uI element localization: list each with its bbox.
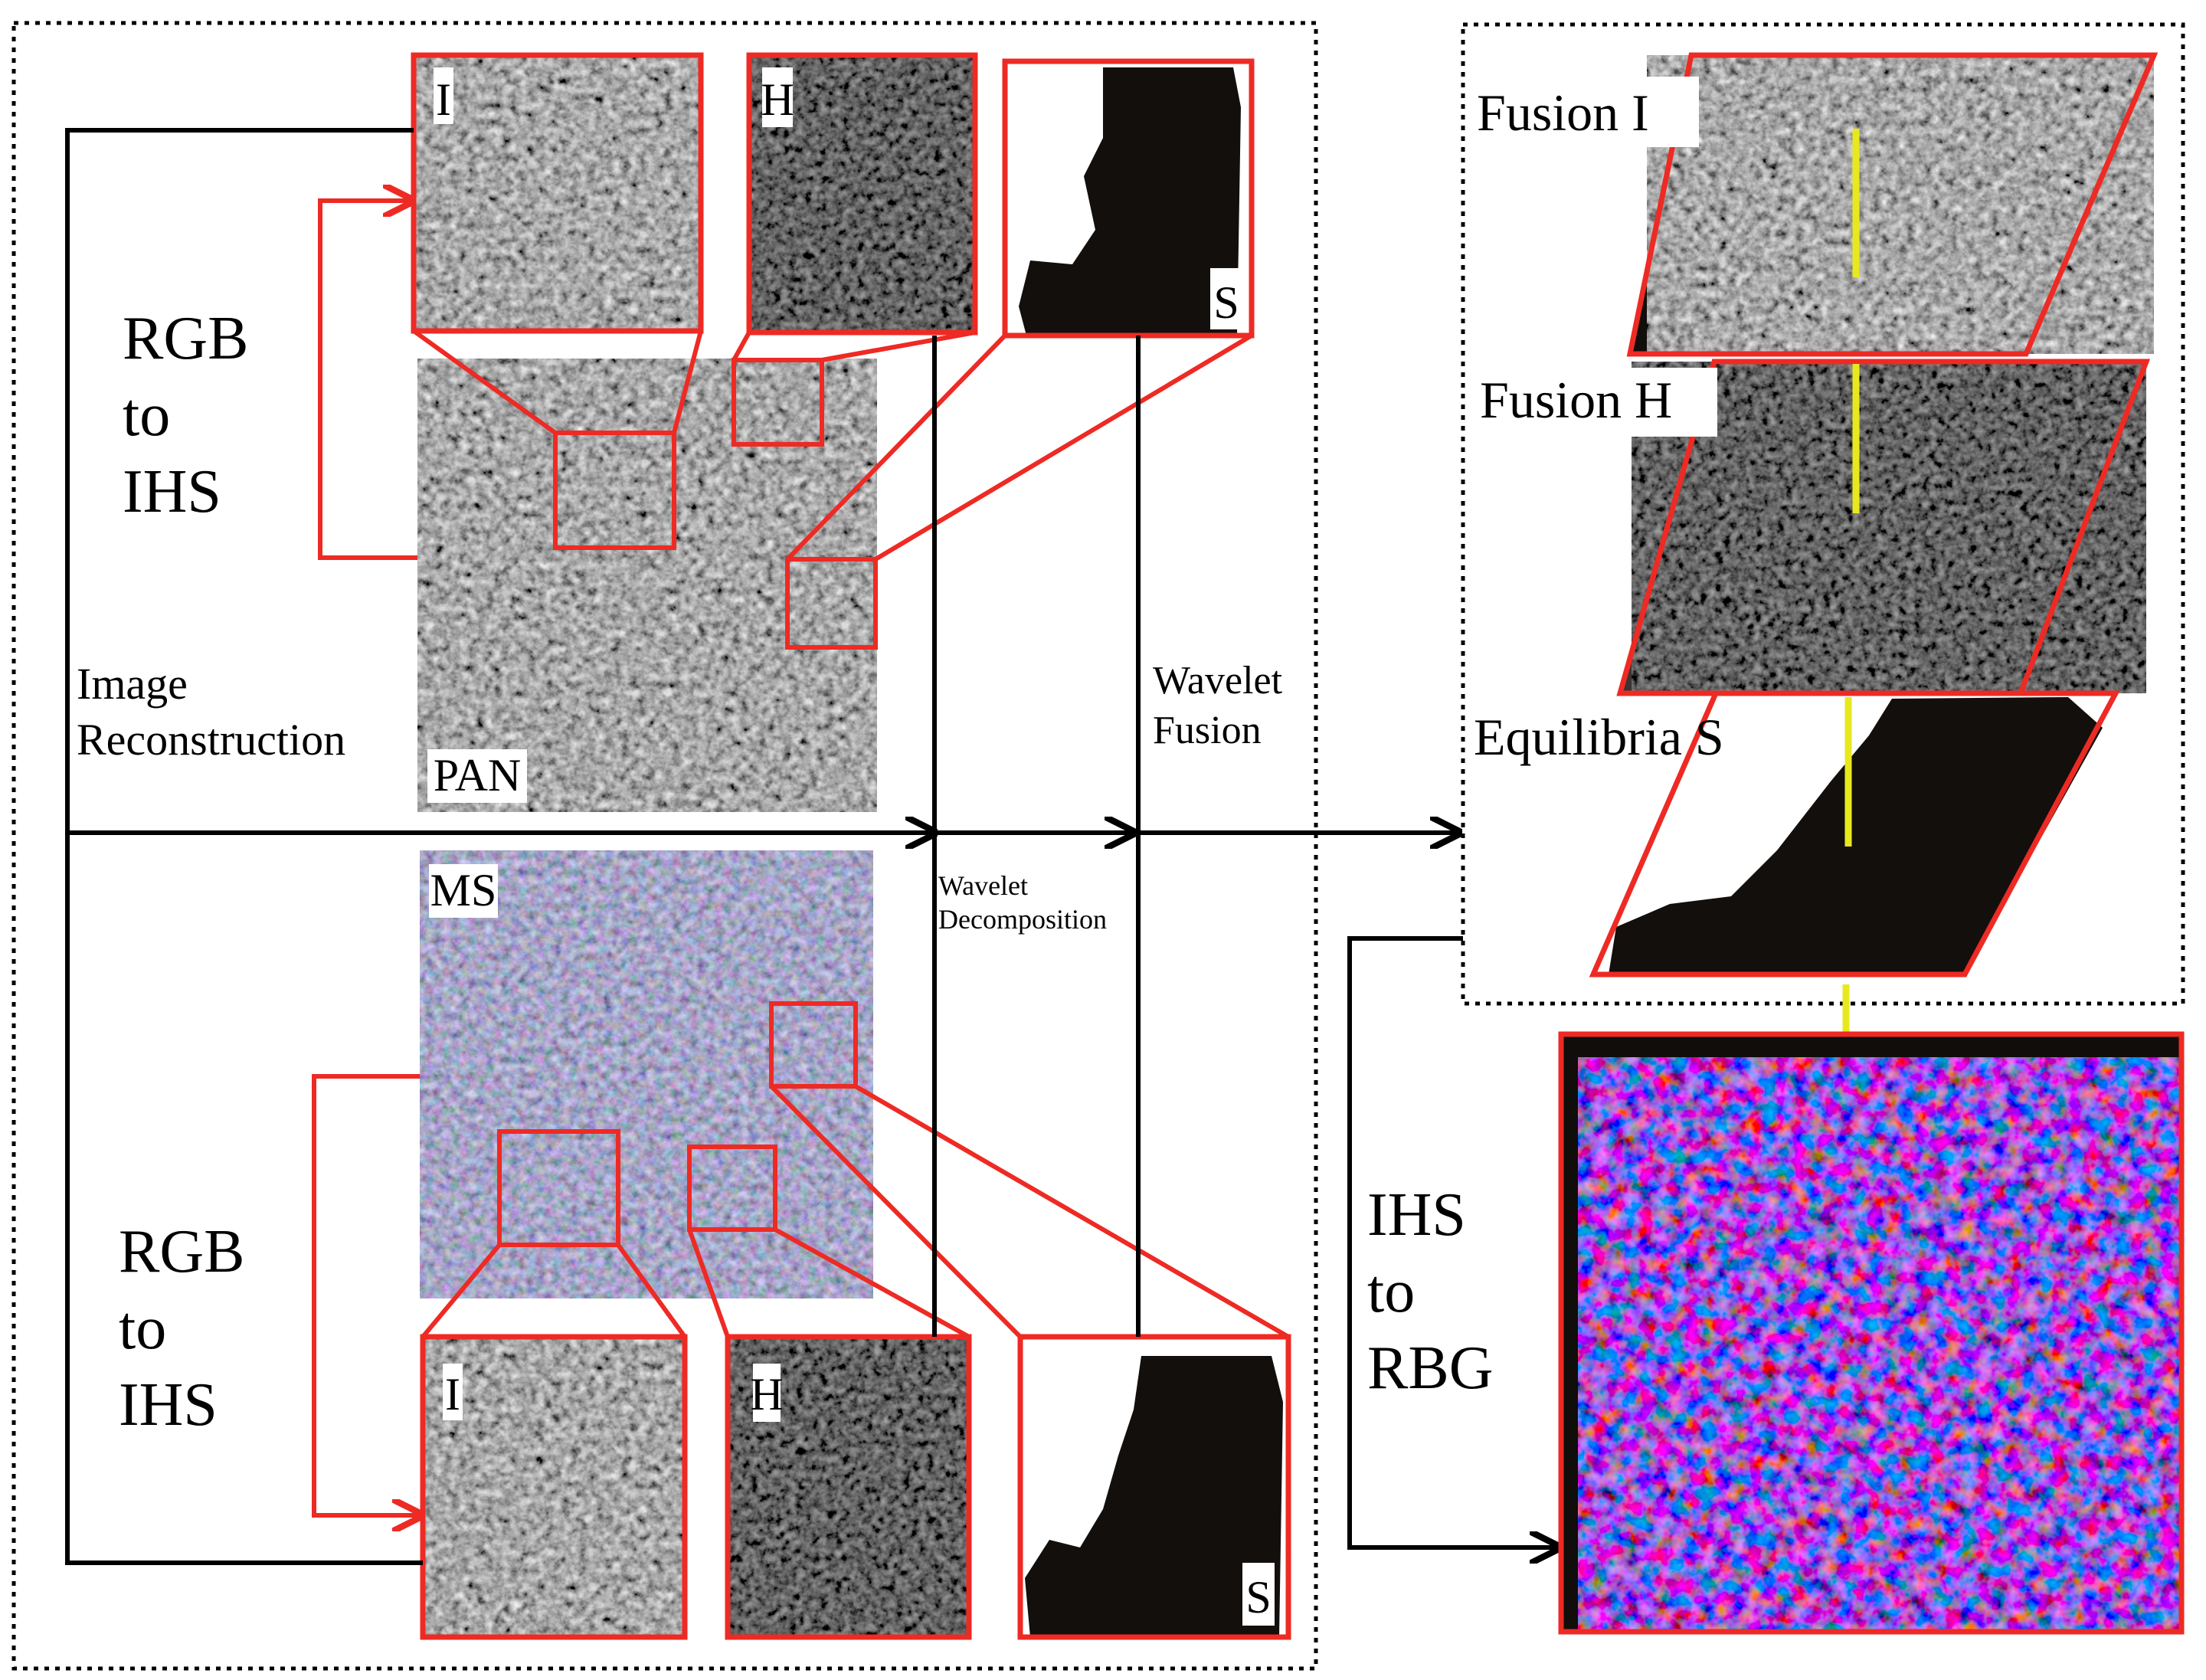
top-crop-connectors	[412, 329, 1253, 562]
equilibria-s-label: Equilibria S	[1474, 708, 1724, 766]
top-h-tag: H	[761, 74, 794, 125]
rgb-to-ihs-bottom-label: RGB to IHS	[119, 1218, 245, 1439]
fused-rgb-image	[1558, 1031, 2185, 1635]
svg-text:to: to	[123, 382, 170, 449]
svg-text:Image: Image	[77, 659, 188, 709]
pan-image: PAN	[417, 358, 878, 812]
top-s-tag: S	[1213, 277, 1239, 328]
top-i-tag: I	[436, 74, 451, 125]
right-dotted-frame	[1461, 22, 2185, 1006]
svg-text:RBG: RBG	[1367, 1335, 1494, 1402]
black-flow-lines	[65, 128, 1559, 1565]
pan-tag: PAN	[434, 750, 522, 801]
bottom-i-tag: I	[445, 1369, 460, 1420]
svg-text:Reconstruction: Reconstruction	[77, 715, 345, 765]
ihs-to-rbg-label: IHS to RBG	[1367, 1181, 1494, 1402]
top-i-tile: I	[411, 52, 704, 334]
bottom-rgb-ihs-loop	[312, 1074, 421, 1515]
bottom-h-tag: H	[750, 1369, 783, 1420]
fusion-h-label: Fusion H	[1480, 371, 1672, 429]
fusion-i-label: Fusion I	[1477, 84, 1649, 142]
svg-text:to: to	[119, 1295, 166, 1362]
svg-text:RGB: RGB	[119, 1218, 245, 1285]
bottom-s-tag: S	[1245, 1572, 1271, 1623]
pan-crop-h	[732, 358, 824, 447]
pan-tag-bg	[427, 749, 527, 803]
svg-text:Decomposition: Decomposition	[938, 904, 1107, 935]
fusion-h-layer: Fusion H	[1472, 359, 2151, 696]
pan-crop-s	[785, 557, 878, 650]
bottom-i-tile: I	[420, 1334, 688, 1640]
left-dotted-frame	[11, 21, 1318, 1671]
pan-crop-i	[553, 431, 676, 550]
svg-text:Wavelet: Wavelet	[1153, 659, 1283, 702]
top-s-tile: S	[1002, 58, 1255, 339]
equilibria-s-layer: Equilibria S	[1474, 690, 2120, 978]
image-reconstruction-label: Image Reconstruction	[77, 659, 345, 765]
bottom-h-tile: H	[725, 1334, 972, 1640]
fusion-i-layer: Fusion I	[1469, 52, 2159, 357]
top-rgb-ihs-loop	[318, 201, 417, 560]
wavelet-decomposition-label: Wavelet Decomposition	[938, 870, 1107, 935]
svg-text:RGB: RGB	[123, 305, 249, 372]
bottom-s-tile: S	[1017, 1334, 1291, 1640]
ms-crop-s	[769, 1001, 858, 1089]
rgb-to-ihs-top-label: RGB to IHS	[123, 305, 249, 526]
ms-tag: MS	[430, 865, 497, 915]
svg-text:IHS: IHS	[123, 458, 221, 526]
ms-crop-i	[497, 1129, 620, 1247]
top-h-tile: H	[746, 52, 978, 336]
ms-image: MS	[420, 850, 873, 1298]
ms-crop-h	[687, 1145, 777, 1232]
svg-text:IHS: IHS	[1367, 1181, 1466, 1249]
svg-text:to: to	[1367, 1258, 1415, 1325]
svg-text:IHS: IHS	[119, 1371, 218, 1439]
svg-text:Wavelet: Wavelet	[938, 870, 1028, 901]
wavelet-fusion-label: Wavelet Fusion	[1153, 659, 1283, 752]
svg-text:Fusion: Fusion	[1153, 709, 1262, 752]
